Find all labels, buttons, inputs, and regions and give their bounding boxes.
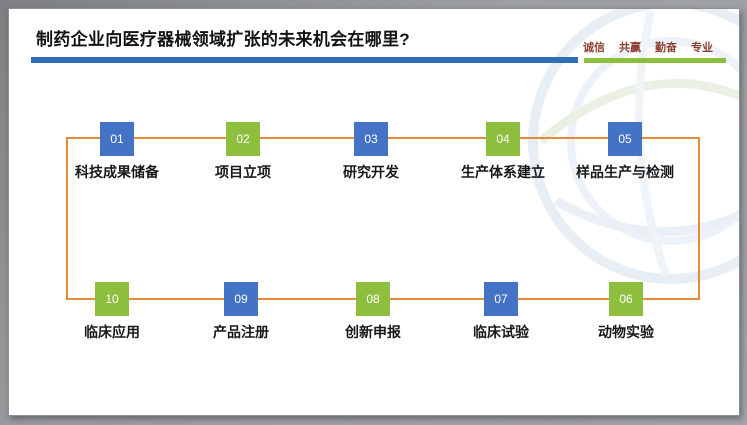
connector-line: [134, 137, 226, 139]
flow-step-05[interactable]: 05 样品生产与检测: [576, 122, 674, 180]
step-number-box: 09: [224, 282, 258, 316]
step-label: 创新申报: [345, 324, 401, 340]
step-label: 产品注册: [213, 324, 269, 340]
step-label: 科技成果储备: [75, 164, 159, 180]
step-number-box: 04: [486, 122, 520, 156]
step-number-box: 07: [484, 282, 518, 316]
flow-step-07[interactable]: 07 临床试验: [473, 282, 529, 340]
connector-line: [643, 298, 698, 300]
connector-line: [129, 298, 224, 300]
step-label: 临床试验: [473, 324, 529, 340]
connector-line: [520, 137, 608, 139]
flow-step-10[interactable]: 10 临床应用: [84, 282, 140, 340]
flow-step-02[interactable]: 02 项目立项: [215, 122, 271, 180]
step-number: 02: [236, 132, 250, 146]
step-number: 04: [496, 132, 510, 146]
flow-step-06[interactable]: 06 动物实验: [598, 282, 654, 340]
motto-word: 诚信: [583, 42, 605, 54]
step-number: 09: [234, 292, 248, 306]
step-number: 03: [364, 132, 378, 146]
company-motto: 诚信 共赢 勤奋 专业: [583, 39, 713, 55]
step-number: 01: [110, 132, 124, 146]
slide-canvas[interactable]: 制药企业向医疗器械领域扩张的未来机会在哪里? 诚信 共赢 勤奋 专业 01 科技…: [8, 8, 740, 416]
connector-line: [260, 137, 354, 139]
step-label: 项目立项: [215, 164, 271, 180]
flow-step-03[interactable]: 03 研究开发: [343, 122, 399, 180]
connector-line: [698, 137, 700, 300]
step-number: 05: [618, 132, 632, 146]
motto-underline-bar: [584, 58, 726, 63]
flow-step-08[interactable]: 08 创新申报: [345, 282, 401, 340]
connector-line: [66, 137, 100, 139]
motto-word: 专业: [691, 42, 713, 54]
title-underline-bar: [31, 57, 578, 63]
connector-line: [66, 298, 95, 300]
motto-word: 共赢: [619, 42, 641, 54]
connector-line: [390, 298, 484, 300]
step-label: 样品生产与检测: [576, 164, 674, 180]
step-number: 07: [494, 292, 508, 306]
step-number-box: 03: [354, 122, 388, 156]
connector-line: [642, 137, 700, 139]
step-number: 06: [619, 292, 633, 306]
flow-step-04[interactable]: 04 生产体系建立: [461, 122, 545, 180]
step-number-box: 10: [95, 282, 129, 316]
step-label: 生产体系建立: [461, 164, 545, 180]
connector-line: [388, 137, 486, 139]
step-label: 研究开发: [343, 164, 399, 180]
flow-step-09[interactable]: 09 产品注册: [213, 282, 269, 340]
step-number-box: 01: [100, 122, 134, 156]
step-label: 动物实验: [598, 324, 654, 340]
step-number-box: 05: [608, 122, 642, 156]
connector-line: [258, 298, 356, 300]
step-number: 10: [105, 292, 119, 306]
step-label: 临床应用: [84, 324, 140, 340]
step-number-box: 02: [226, 122, 260, 156]
motto-word: 勤奋: [655, 42, 677, 54]
slide-title: 制药企业向医疗器械领域扩张的未来机会在哪里?: [36, 30, 410, 49]
step-number-box: 08: [356, 282, 390, 316]
flow-step-01[interactable]: 01 科技成果储备: [75, 122, 159, 180]
step-number-box: 06: [609, 282, 643, 316]
connector-line: [518, 298, 609, 300]
connector-line: [66, 137, 68, 300]
step-number: 08: [366, 292, 380, 306]
